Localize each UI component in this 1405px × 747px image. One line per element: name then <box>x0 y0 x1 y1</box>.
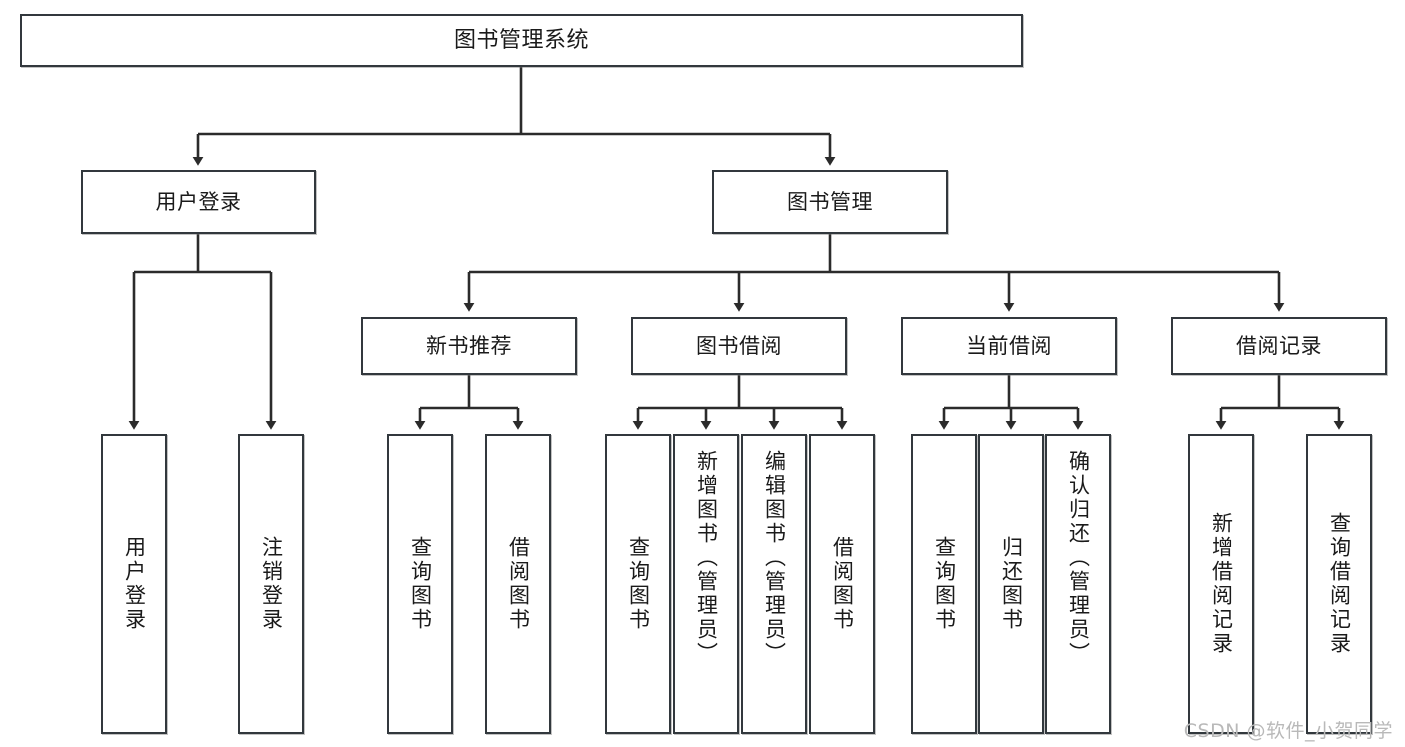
leaf-edit-book-admin[interactable]: 编辑图书（管理员） <box>741 434 807 734</box>
node-label: 用户登录 <box>122 536 147 632</box>
node-root-book-management-system[interactable]: 图书管理系统 <box>20 14 1023 67</box>
node-label: 借阅记录 <box>1236 333 1322 358</box>
leaf-query-borrow-record[interactable]: 查询借阅记录 <box>1306 434 1372 734</box>
leaf-query-books-current[interactable]: 查询图书 <box>911 434 977 734</box>
node-label: 归还图书 <box>999 536 1024 632</box>
node-book-borrowing[interactable]: 图书借阅 <box>631 317 847 375</box>
node-label: 图书管理 <box>787 189 873 214</box>
node-label: 当前借阅 <box>966 333 1052 358</box>
node-user-login[interactable]: 用户登录 <box>81 170 316 234</box>
leaf-query-books-recommend[interactable]: 查询图书 <box>387 434 453 734</box>
node-label: 查询图书 <box>932 536 957 632</box>
node-label: 图书管理系统 <box>453 27 589 53</box>
node-label: 注销登录 <box>259 536 284 632</box>
node-label: 确认归还（管理员） <box>1066 450 1091 666</box>
node-label: 查询图书 <box>626 536 651 632</box>
node-label: 借阅图书 <box>830 536 855 632</box>
node-label: 查询借阅记录 <box>1327 512 1352 656</box>
node-new-book-recommendation[interactable]: 新书推荐 <box>361 317 577 375</box>
node-label: 用户登录 <box>155 189 242 214</box>
node-label: 新增借阅记录 <box>1209 512 1234 656</box>
leaf-borrow-books[interactable]: 借阅图书 <box>809 434 875 734</box>
leaf-return-books[interactable]: 归还图书 <box>978 434 1044 734</box>
leaf-add-borrow-record[interactable]: 新增借阅记录 <box>1188 434 1254 734</box>
node-label: 编辑图书（管理员） <box>762 450 787 666</box>
node-label: 新增图书（管理员） <box>694 450 719 666</box>
watermark-csdn: CSDN @软件_小贺同学 <box>1183 720 1393 742</box>
node-current-borrowing[interactable]: 当前借阅 <box>901 317 1117 375</box>
node-label: 新书推荐 <box>426 333 512 358</box>
node-label: 借阅图书 <box>506 536 531 632</box>
leaf-logout[interactable]: 注销登录 <box>238 434 304 734</box>
leaf-confirm-return-admin[interactable]: 确认归还（管理员） <box>1045 434 1111 734</box>
leaf-user-login[interactable]: 用户登录 <box>101 434 167 734</box>
leaf-query-books-borrow[interactable]: 查询图书 <box>605 434 671 734</box>
leaf-add-book-admin[interactable]: 新增图书（管理员） <box>673 434 739 734</box>
node-book-management[interactable]: 图书管理 <box>712 170 948 234</box>
node-label: 查询图书 <box>408 536 433 632</box>
node-borrowing-records[interactable]: 借阅记录 <box>1171 317 1387 375</box>
node-label: 图书借阅 <box>696 333 782 358</box>
leaf-borrow-books-recommend[interactable]: 借阅图书 <box>485 434 551 734</box>
